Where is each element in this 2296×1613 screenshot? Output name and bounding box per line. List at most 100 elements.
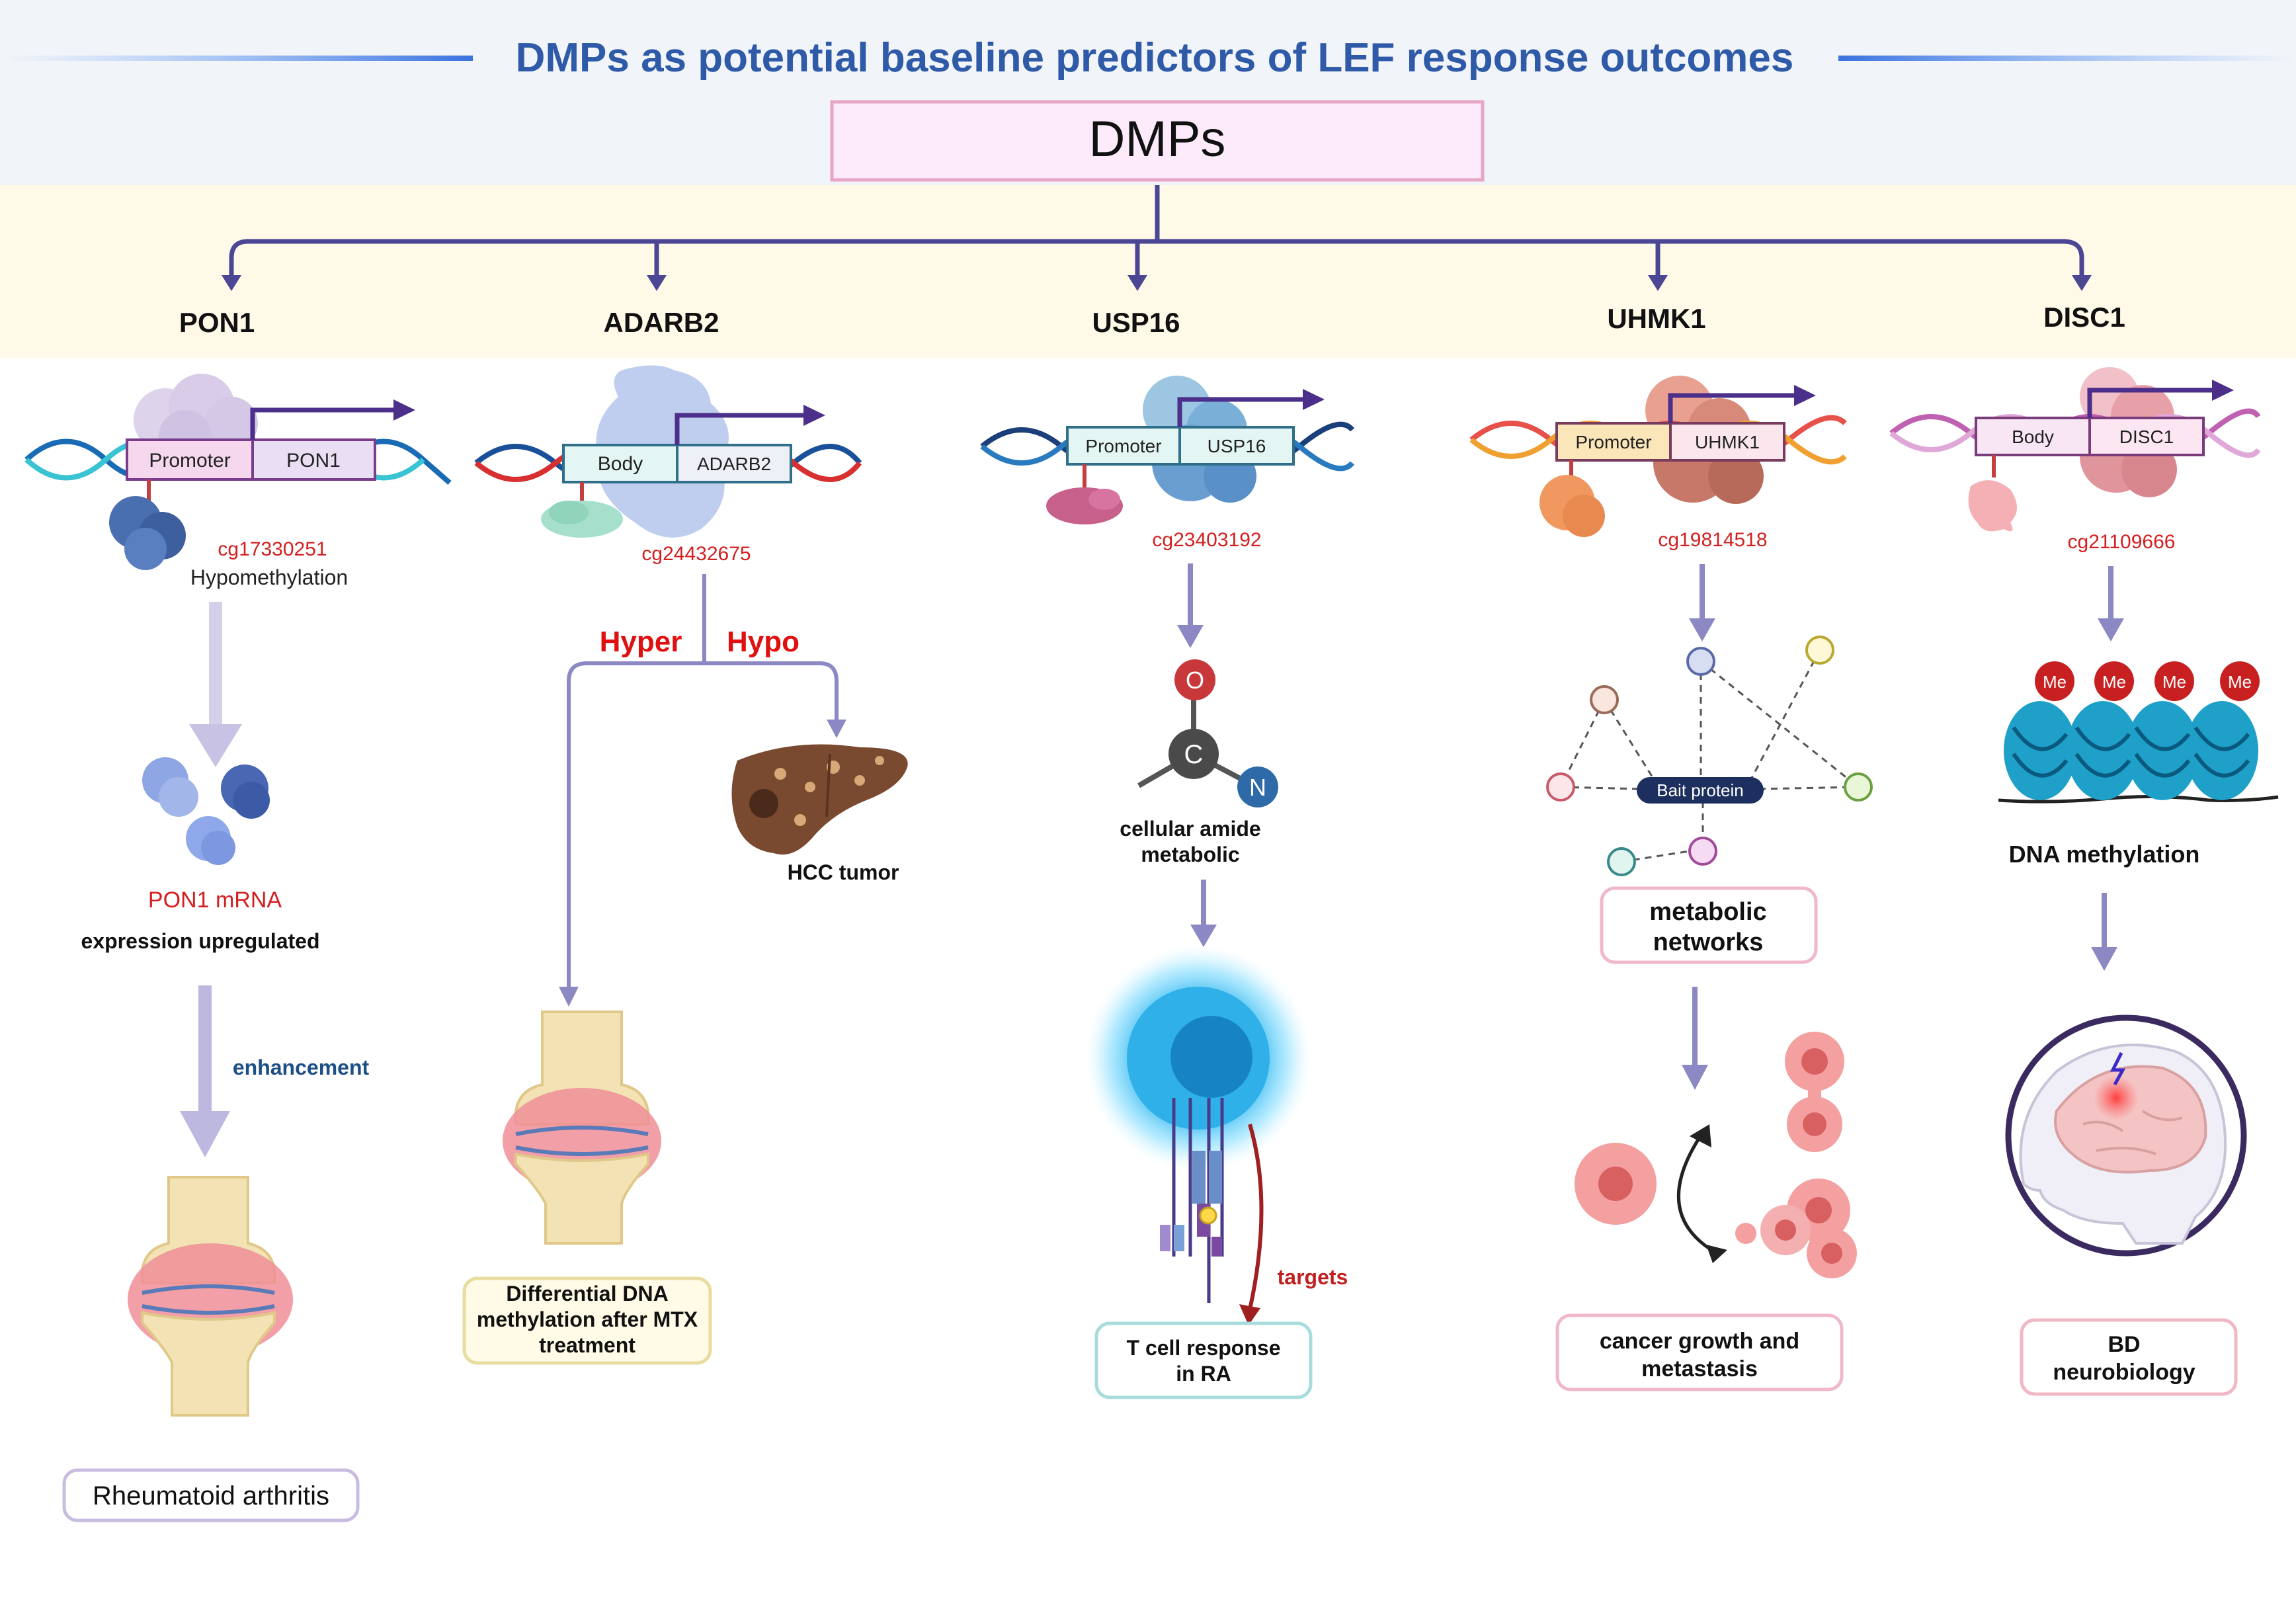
usp16-flow-arrow-2 (1190, 925, 1217, 947)
adarb2-hcc-label: HCC tumor (788, 860, 899, 884)
usp16-outcome-line-2: in RA (1176, 1362, 1231, 1386)
adarb2-column: Body ADARB2 cg24432675 Hyper Hypo (462, 365, 908, 1365)
adarb2-liver-tumor-icon (731, 744, 908, 855)
disc1-nucleosome-icon (1998, 661, 2279, 804)
adarb2-hypo-label: Hypo (727, 626, 800, 658)
pon1-methyl-protein-icon (109, 496, 186, 570)
uhmk1-flow-arrow-2 (1682, 1065, 1708, 1090)
usp16-targets-label: targets (1278, 1265, 1348, 1289)
adarb2-split-arrow (567, 661, 839, 992)
disc1-transcription-arrow (2087, 388, 2215, 418)
disc1-outcome-line-2: neurobiology (2053, 1360, 2195, 1385)
uhmk1-network-line-1: metabolic (1649, 898, 1766, 926)
tree-arrowheads (222, 275, 2092, 291)
adarb2-cpg-label: cg24432675 (641, 543, 751, 565)
uhmk1-bait-label: Bait protein (1657, 780, 1744, 800)
uhmk1-methyl-protein-icon (1539, 475, 1605, 537)
uhmk1-region-box (1555, 422, 1672, 462)
dmps-label: DMPs (1089, 111, 1226, 167)
uhmk1-network-nodes (1546, 636, 1873, 876)
disc1-brain-icon (2005, 1014, 2247, 1257)
disc1-region-label: Body (2012, 427, 2054, 447)
disc1-me-3: Me (2162, 672, 2186, 692)
pon1-region-label: Promoter (149, 450, 230, 472)
disc1-methyl-protein-icon (1968, 480, 2017, 532)
usp16-column: Promoter USP16 cg23403192 O C N cellular… (980, 376, 1355, 1399)
disc1-process-label: DNA methylation (2009, 841, 2200, 868)
usp16-atom-n: N (1249, 774, 1266, 801)
pon1-outcome-box (62, 1468, 360, 1522)
uhmk1-cpg-label: cg19814518 (1658, 529, 1767, 551)
gene-band (0, 185, 2296, 358)
uhmk1-outcome-line-1: cancer growth and (1600, 1329, 1799, 1354)
disc1-flow-arrow-1 (2098, 618, 2124, 641)
uhmk1-bait-pill (1637, 777, 1764, 804)
usp16-flow-arrow-1 (1177, 625, 1204, 648)
uhmk1-outcome-line-2: metastasis (1641, 1356, 1758, 1382)
usp16-gene-box (1178, 426, 1295, 466)
gene-name-adarb2: ADARB2 (603, 307, 719, 338)
adarb2-gene-box (676, 444, 792, 483)
pon1-arrow-note: enhancement (233, 1055, 370, 1079)
uhmk1-cycle-arrow (1676, 1136, 1711, 1251)
disc1-column: Body DISC1 cg21109666 (1889, 367, 2279, 1396)
adarb2-joint-icon (503, 1011, 661, 1245)
usp16-region-box (1066, 426, 1181, 466)
pon1-flow-arrow-2 (198, 985, 212, 1111)
pon1-cpg-label: cg17330251 (218, 538, 327, 560)
disc1-gene-label: DISC1 (2119, 427, 2174, 447)
disc1-cpg-label: cg21109666 (2068, 531, 2176, 553)
usp16-transcription-arrow (1177, 397, 1306, 427)
page-title: DMPs as potential baseline predictors of… (516, 35, 1794, 81)
uhmk1-column: Promoter UHMK1 cg19814518 (1469, 376, 1873, 1391)
pon1-cpg-note: Hypomethylation (190, 565, 348, 589)
usp16-outcome-line-1: T cell response (1127, 1336, 1281, 1360)
uhmk1-network-icon (1559, 649, 1859, 863)
disc1-me-1: Me (2043, 672, 2067, 692)
usp16-cpg-label: cg23403192 (1152, 529, 1261, 551)
pon1-gene-box (251, 438, 376, 481)
pon1-inflamed-joint-icon (128, 1176, 293, 1417)
pon1-flow-arrow-1 (209, 602, 222, 727)
usp16-targets-arrow (1248, 1124, 1264, 1310)
usp16-outcome-box (1094, 1321, 1313, 1399)
disc1-me-2: Me (2102, 672, 2126, 692)
uhmk1-cancer-cells-icon (1575, 1032, 1857, 1278)
pon1-gene-label: PON1 (286, 450, 341, 472)
gene-name-usp16: USP16 (1092, 307, 1180, 338)
disc1-outcome-line-1: BD (2108, 1332, 2140, 1357)
title-line-left (7, 56, 473, 61)
uhmk1-gene-box (1669, 422, 1785, 462)
pon1-column: Promoter PON1 cg17330251 Hypomethylation… (24, 374, 452, 1522)
adarb2-outcome-box (462, 1276, 712, 1365)
uhmk1-gene-label: UHMK1 (1695, 432, 1760, 452)
adarb2-transcription-arrow (675, 413, 807, 445)
pon1-outcome-label: Rheumatoid arthritis (93, 1481, 329, 1510)
adarb2-region-label: Body (598, 453, 643, 475)
adarb2-hyper-label: Hyper (600, 626, 682, 658)
usp16-gene-label: USP16 (1208, 436, 1266, 456)
disc1-gene-box (2088, 417, 2205, 456)
gene-name-pon1: PON1 (179, 307, 255, 338)
usp16-atom-c: C (1184, 740, 1204, 769)
disc1-outcome-box (2020, 1318, 2238, 1396)
gene-name-uhmk1: UHMK1 (1607, 303, 1705, 334)
adarb2-methyl-protein-icon (541, 501, 623, 538)
disc1-me-4: Me (2228, 672, 2252, 692)
usp16-methyl-protein-icon (1046, 487, 1123, 524)
gene-name-disc1: DISC1 (2043, 302, 2125, 333)
tree-connector (229, 185, 2084, 278)
usp16-metabolic-line-1: cellular amide (1120, 817, 1260, 841)
dmps-box (830, 100, 1485, 182)
uhmk1-region-label: Promoter (1575, 432, 1651, 452)
adarb2-region-box (562, 444, 678, 483)
usp16-region-label: Promoter (1085, 436, 1161, 456)
uhmk1-network-line-2: networks (1653, 929, 1764, 956)
adarb2-gene-label: ADARB2 (697, 454, 771, 474)
uhmk1-transcription-arrow (1668, 393, 1797, 423)
pon1-transcription-arrow (250, 407, 397, 440)
adarb2-outcome-line-1: Differential DNA (506, 1282, 668, 1305)
pon1-mrna-label: PON1 mRNA (148, 888, 282, 913)
uhmk1-outcome-box (1555, 1313, 1844, 1391)
